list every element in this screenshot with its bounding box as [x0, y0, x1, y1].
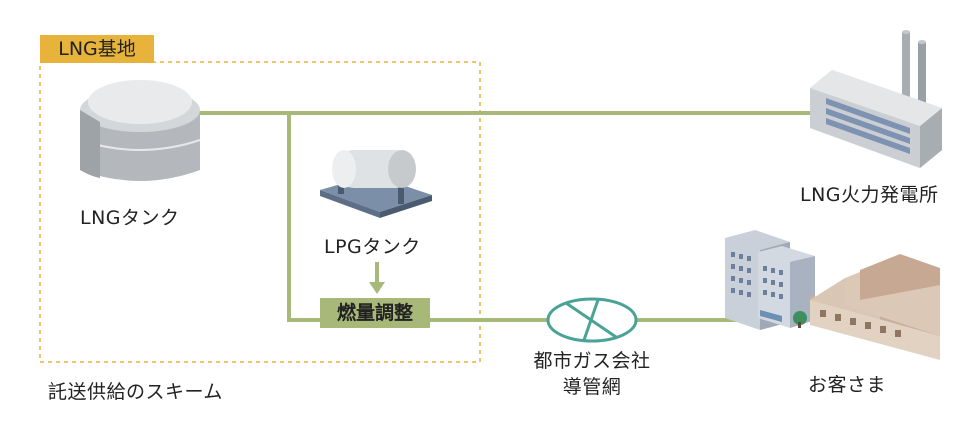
customer-buildings-icon [725, 230, 940, 360]
power-plant-label: LNG火力発電所 [800, 184, 939, 206]
branch-pipe [287, 113, 320, 322]
lng-tank-icon [79, 80, 201, 181]
calorie-adjust-box: 燃量調整 [320, 298, 430, 328]
lpg-tank-icon [320, 150, 432, 218]
lpg-tank-label: LPGタンク [324, 236, 421, 258]
scheme-caption: 託送供給のスキーム [48, 381, 223, 403]
pipe-network-icon [546, 297, 638, 343]
lng-base-tag: LNG基地 [40, 35, 154, 63]
pipeline-label: 都市ガス会社 導管網 [533, 350, 651, 398]
lpg-arrow-icon [369, 282, 385, 294]
lng-tank-label: LNGタンク [80, 207, 180, 229]
customer-label: お客さま [808, 374, 887, 396]
pipeline-lines [198, 111, 820, 322]
lng-base-boundary [39, 61, 481, 363]
power-plant-icon [810, 30, 942, 168]
